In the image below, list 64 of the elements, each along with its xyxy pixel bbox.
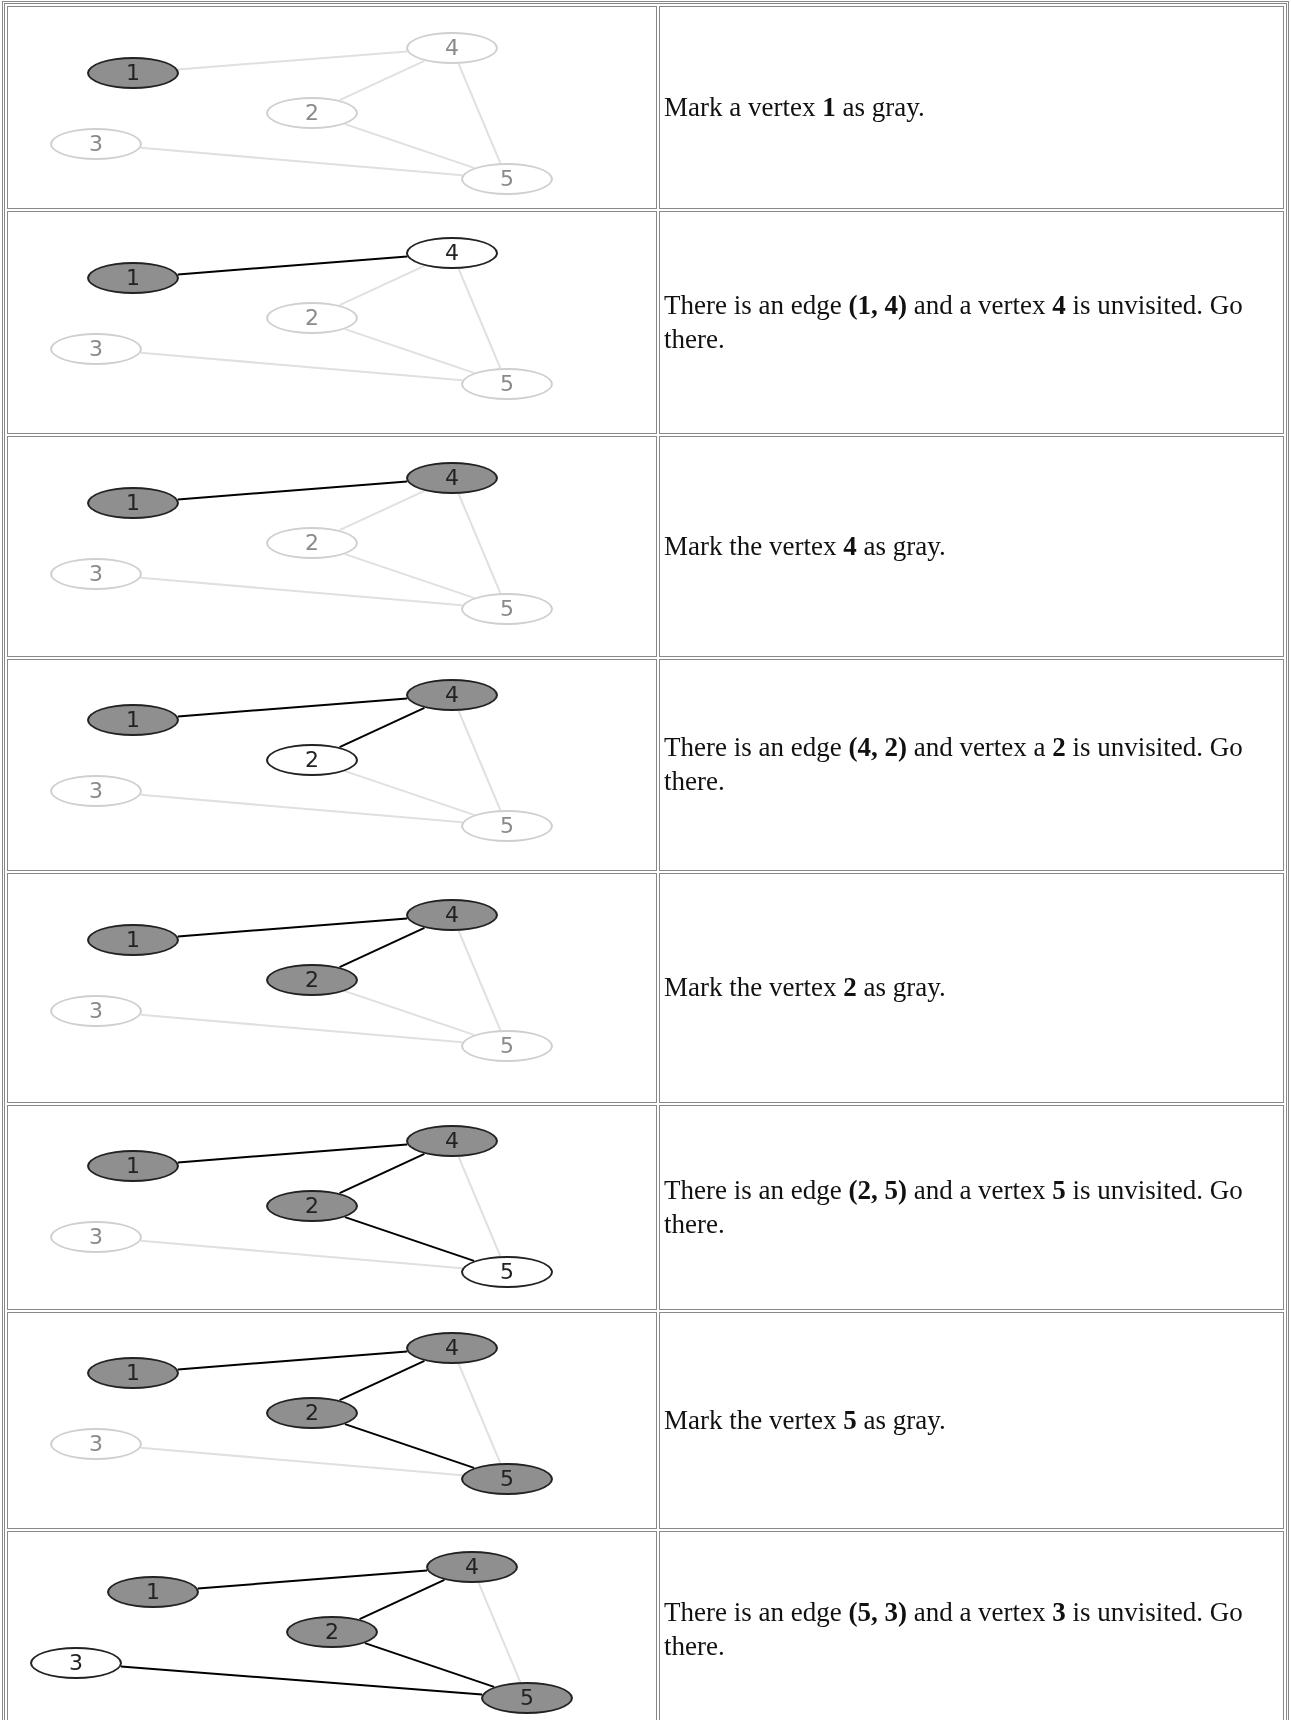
graph-vertex: 2 [266,744,358,776]
graph-vertex: 4 [406,899,498,931]
graph-vertex: 3 [50,128,142,160]
table-cell: Mark a vertex 1 as gray. [659,6,1284,209]
graph-vertex: 4 [406,462,498,494]
graph-vertex: 1 [87,704,179,736]
graph-vertex: 1 [107,1576,199,1608]
graph-vertex: 4 [406,1125,498,1157]
graph-edge [457,267,502,370]
graph-edge [457,492,502,595]
table-cell: There is an edge (2, 5) and a vertex 5 is unvisited. Go there. [659,1105,1284,1310]
graph-vertex: 1 [87,57,179,89]
graph-vertex: 4 [406,679,498,711]
graph-vertex: 5 [461,810,553,842]
graph-edge [457,1362,502,1465]
graph-edge [477,1581,522,1684]
table-cell: There is an edge (1, 4) and a vertex 4 is unvisited. Go there. [659,211,1284,434]
graph-vertex: 1 [87,487,179,519]
graph-vertex: 4 [406,1332,498,1364]
graph-vertex: 4 [426,1551,518,1583]
graph-vertex: 4 [406,32,498,64]
graph-vertex: 2 [266,1397,358,1429]
graph-vertex: 5 [461,368,553,400]
graph-vertex: 3 [50,558,142,590]
graph-vertex: 3 [50,1221,142,1253]
graph-edge [343,1216,476,1262]
graph-vertex: 4 [406,237,498,269]
table-cell: Mark the vertex 4 as gray. [659,436,1284,657]
graph-edge [343,123,476,169]
graph-vertex: 1 [87,1357,179,1389]
graph-vertex: 3 [50,995,142,1027]
graph-edge [457,709,502,812]
graph-edge [343,770,476,816]
graph-vertex: 2 [266,527,358,559]
graph-vertex: 1 [87,1150,179,1182]
graph-edge [343,990,476,1036]
graph-edge [457,1155,502,1258]
graph-vertex: 2 [286,1616,378,1648]
graph-vertex: 3 [50,333,142,365]
table-cell: There is an edge (4, 2) and vertex a 2 is unvisited. Go there. [659,659,1284,871]
graph-vertex: 1 [87,262,179,294]
graph-edge [343,553,476,599]
graph-vertex: 3 [50,1428,142,1460]
graph-edge [457,62,502,165]
graph-vertex: 5 [461,593,553,625]
graph-vertex: 2 [266,1190,358,1222]
graph-vertex: 5 [461,1256,553,1288]
graph-vertex: 5 [461,1030,553,1062]
graph-vertex: 5 [461,1463,553,1495]
graph-vertex: 3 [50,775,142,807]
table-cell: Mark the vertex 5 as gray. [659,1312,1284,1529]
table-cell: Mark the vertex 2 as gray. [659,873,1284,1103]
table-cell: There is an edge (5, 3) and a vertex 3 is unvisited. Go there. [659,1531,1284,1720]
graph-vertex: 2 [266,964,358,996]
graph-edge [343,328,476,374]
graph-vertex: 5 [461,163,553,195]
graph-vertex: 1 [87,924,179,956]
graph-vertex: 2 [266,302,358,334]
graph-edge [457,929,502,1032]
graph-vertex: 2 [266,97,358,129]
graph-vertex: 3 [30,1647,122,1679]
graph-edge [363,1642,496,1688]
graph-vertex: 5 [481,1682,573,1714]
graph-edge [343,1423,476,1469]
